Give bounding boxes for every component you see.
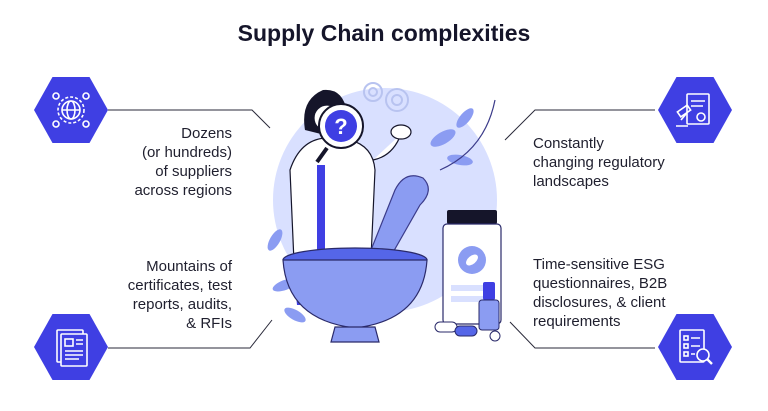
magnifier-icon: ? <box>315 103 364 164</box>
pestle-icon <box>364 175 429 271</box>
connector-top-left <box>108 109 271 129</box>
page-title: Supply Chain complexities <box>237 20 531 46</box>
dropper-vial-icon <box>478 282 500 331</box>
gears-icon <box>363 82 409 112</box>
connector-top-right <box>504 109 655 141</box>
label-regulatory: Constantly changing regulatory landscape… <box>533 135 665 190</box>
connector-bottom-left <box>108 319 273 349</box>
mortar-bowl-icon <box>282 247 428 343</box>
central-illustration: ? <box>267 82 502 343</box>
label-esg: Time-sensitive ESG questionnaires, B2B d… <box>533 256 668 330</box>
connector-bottom-right <box>509 321 655 349</box>
label-certificates: Mountains of certificates, test reports,… <box>127 258 232 332</box>
svg-text:?: ? <box>334 114 347 139</box>
pills-icon <box>434 321 501 342</box>
label-suppliers: Dozens (or hundreds) of suppliers across… <box>134 125 232 199</box>
